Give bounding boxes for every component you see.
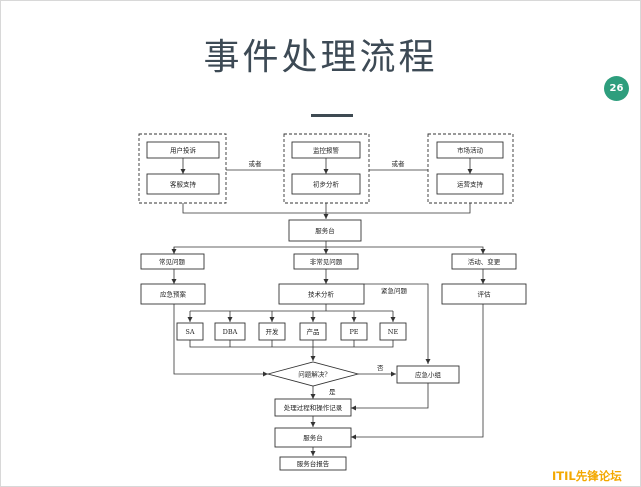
svg-text:用户投诉: 用户投诉 bbox=[170, 146, 197, 155]
svg-text:应急预案: 应急预案 bbox=[160, 290, 187, 299]
node-operations-support: 运营支持 bbox=[436, 173, 504, 195]
or-label-1: 或者 bbox=[249, 159, 263, 168]
or-label-2: 或者 bbox=[392, 159, 406, 168]
svg-text:SA: SA bbox=[185, 328, 194, 336]
node-service-desk: 服务台 bbox=[288, 219, 362, 242]
svg-text:常见问题: 常见问题 bbox=[159, 257, 186, 266]
svg-text:技术分析: 技术分析 bbox=[308, 290, 335, 299]
node-evaluate: 评估 bbox=[441, 283, 527, 305]
node-team-sa: SA bbox=[176, 322, 204, 341]
yes-label: 是 bbox=[329, 388, 336, 396]
title-underline bbox=[311, 114, 353, 117]
node-team-product: 产品 bbox=[299, 322, 327, 341]
svg-text:应急小组: 应急小组 bbox=[415, 370, 442, 379]
svg-text:DBA: DBA bbox=[223, 328, 238, 336]
node-uncommon-issue: 非常见问题 bbox=[293, 253, 359, 270]
svg-text:产品: 产品 bbox=[307, 327, 320, 336]
node-decision-resolved: 问题解决? bbox=[266, 361, 360, 387]
svg-text:初步分析: 初步分析 bbox=[313, 180, 340, 189]
svg-text:活动、变更: 活动、变更 bbox=[468, 257, 501, 266]
slide-title: 事件处理流程 bbox=[203, 37, 438, 78]
node-team-ne: NE bbox=[379, 322, 407, 341]
node-team-dba: DBA bbox=[214, 322, 246, 341]
node-team-dev: 开发 bbox=[258, 322, 286, 341]
node-initial-analysis: 初步分析 bbox=[291, 173, 361, 195]
svg-text:服务台报告: 服务台报告 bbox=[297, 459, 330, 468]
svg-text:非常见问题: 非常见问题 bbox=[310, 257, 343, 266]
node-service-desk-report: 服务台报告 bbox=[279, 456, 347, 471]
svg-text:评估: 评估 bbox=[478, 290, 492, 299]
watermark-logo: ITIL先锋论坛 bbox=[552, 469, 622, 483]
svg-text:处理过程和操作记录: 处理过程和操作记录 bbox=[284, 403, 343, 412]
svg-text:开发: 开发 bbox=[266, 327, 280, 336]
node-market-activity: 市场活动 bbox=[436, 141, 504, 159]
node-customer-support: 客服支持 bbox=[146, 173, 220, 195]
urgent-issue-label: 紧急问题 bbox=[381, 286, 408, 295]
market-source-group bbox=[427, 133, 514, 204]
node-emergency-plan: 应急预案 bbox=[140, 283, 206, 305]
node-process-record: 处理过程和操作记录 bbox=[274, 398, 352, 417]
node-monitor-alarm: 监控报警 bbox=[291, 141, 361, 159]
node-activity-change: 活动、变更 bbox=[451, 253, 517, 270]
node-user-report: 用户投诉 bbox=[146, 141, 220, 159]
svg-text:PE: PE bbox=[349, 328, 358, 336]
connector-lines bbox=[171, 158, 486, 456]
page-number-badge: 26 bbox=[604, 76, 629, 101]
svg-text:NE: NE bbox=[388, 328, 399, 336]
node-common-issue: 常见问题 bbox=[140, 253, 205, 270]
node-team-pe: PE bbox=[340, 322, 368, 341]
svg-text:服务台: 服务台 bbox=[303, 433, 323, 442]
no-label: 否 bbox=[377, 364, 384, 372]
node-service-desk-final: 服务台 bbox=[274, 427, 352, 448]
user-source-group bbox=[138, 133, 227, 204]
svg-text:客服支持: 客服支持 bbox=[170, 180, 197, 189]
node-emergency-team: 应急小组 bbox=[396, 365, 460, 384]
svg-text:市场活动: 市场活动 bbox=[457, 146, 484, 155]
svg-text:问题解决?: 问题解决? bbox=[298, 370, 328, 379]
svg-text:运营支持: 运营支持 bbox=[457, 180, 484, 189]
svg-text:监控报警: 监控报警 bbox=[313, 146, 340, 155]
monitor-source-group bbox=[283, 133, 370, 204]
svg-text:服务台: 服务台 bbox=[315, 226, 335, 235]
node-tech-analysis: 技术分析 bbox=[278, 283, 365, 305]
